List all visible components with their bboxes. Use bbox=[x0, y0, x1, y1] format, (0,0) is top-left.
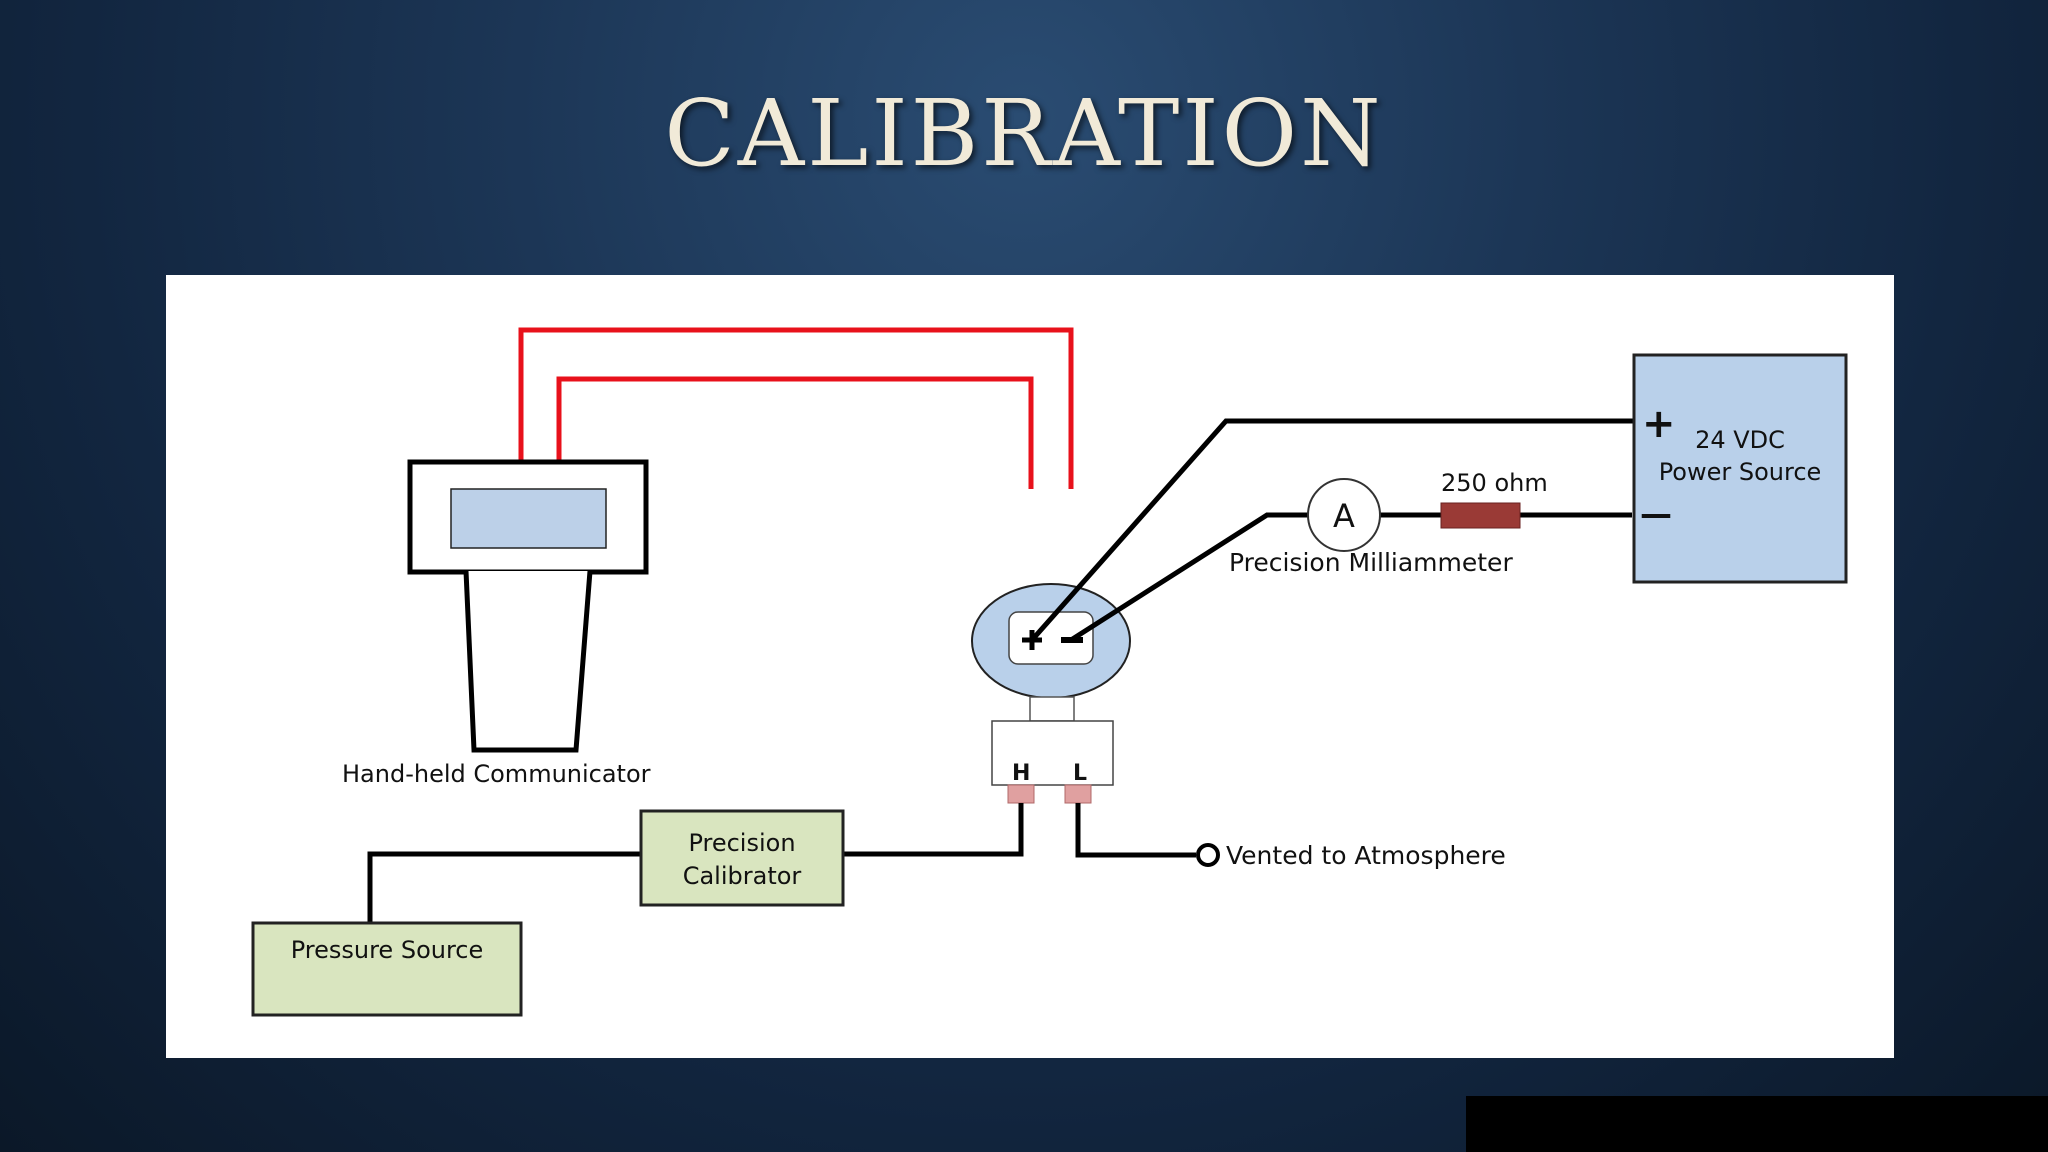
power-source-line1: 24 VDC bbox=[1695, 426, 1785, 454]
vent-port-icon bbox=[1196, 843, 1220, 867]
slide-title: CALIBRATION bbox=[664, 80, 1384, 187]
calibrator-line1: Precision bbox=[688, 829, 795, 857]
calibration-diagram: Hand-held Communicator H L A Precision M… bbox=[251, 327, 1848, 1017]
milliammeter-icon bbox=[1307, 478, 1381, 552]
communicator-screen bbox=[450, 488, 607, 549]
loop-wire-positive bbox=[1030, 418, 1636, 642]
power-minus-icon: — bbox=[1640, 495, 1672, 533]
port-high bbox=[1007, 784, 1035, 804]
pressure-line-source bbox=[367, 851, 641, 923]
transmitter bbox=[971, 583, 1131, 804]
milliammeter-label: Precision Milliammeter bbox=[1229, 548, 1513, 577]
pressure-source-label: Pressure Source bbox=[291, 936, 484, 964]
pressure-source-box bbox=[251, 921, 523, 1017]
power-source-line2: Power Source bbox=[1659, 458, 1822, 486]
hart-wire-outer bbox=[518, 327, 1074, 489]
vent-line bbox=[1075, 803, 1196, 858]
diagram-panel: Hand-held Communicator H L A Precision M… bbox=[166, 275, 1894, 1058]
vent-label: Vented to Atmosphere bbox=[1226, 841, 1506, 870]
calibrator-line2: Calibrator bbox=[683, 862, 802, 890]
port-high-label: H bbox=[1012, 761, 1030, 786]
loop-wire-negative bbox=[1069, 512, 1308, 643]
power-source-box bbox=[1632, 353, 1848, 584]
black-bar bbox=[1466, 1096, 2048, 1152]
resistor-icon bbox=[1440, 502, 1521, 529]
port-low-label: L bbox=[1073, 761, 1087, 786]
power-plus-icon: + bbox=[1642, 401, 1676, 447]
handheld-label: Hand-held Communicator bbox=[342, 760, 651, 788]
handheld-communicator bbox=[407, 459, 649, 753]
precision-calibrator-box bbox=[639, 809, 845, 907]
port-low bbox=[1064, 784, 1092, 804]
pressure-line-high bbox=[843, 803, 1024, 857]
hart-wire-inner bbox=[556, 376, 1034, 489]
milliammeter-symbol: A bbox=[1333, 497, 1355, 535]
resistor-label: 250 ohm bbox=[1441, 469, 1548, 497]
